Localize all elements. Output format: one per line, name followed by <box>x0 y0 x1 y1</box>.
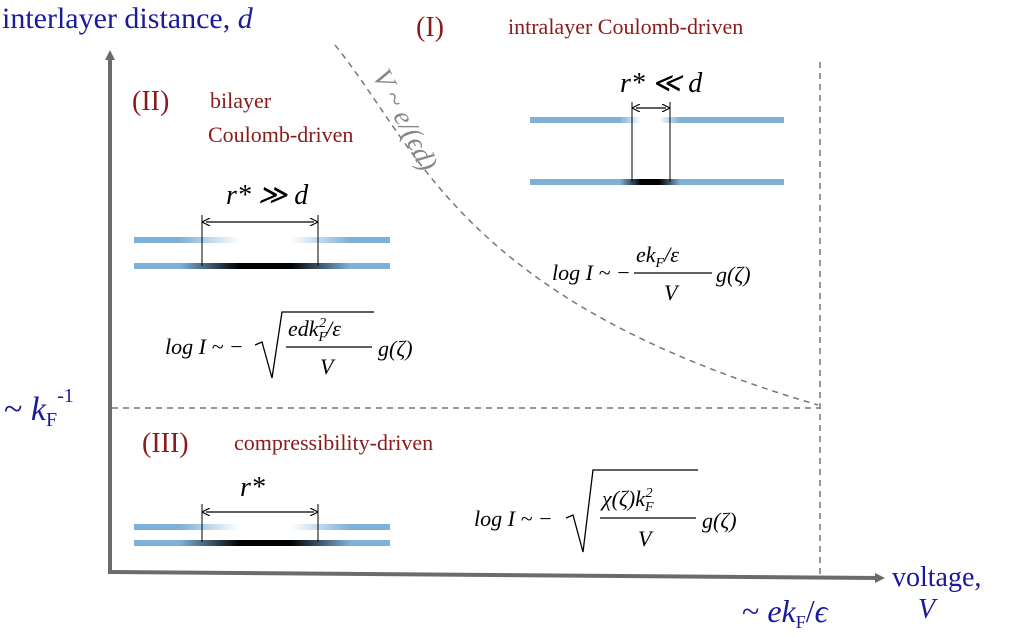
svg-text:V: V <box>320 354 336 379</box>
x-axis <box>107 570 885 583</box>
region-I-scale: r* ≪ d <box>620 68 703 99</box>
svg-text:log I ~ −: log I ~ − <box>552 260 631 285</box>
x-axis-label-var: V <box>918 594 938 625</box>
region-II-numeral: (II) <box>132 86 169 117</box>
region-II-formula: log I ~ − edkF2/ε V g(ζ) <box>165 311 413 379</box>
svg-text:V: V <box>664 280 680 305</box>
svg-text:χ(ζ)kF2: χ(ζ)kF2 <box>600 486 654 515</box>
x-axis-label-line1: voltage, <box>892 562 981 593</box>
region-I-formula: log I ~ − ekF/ε V g(ζ) <box>552 242 751 305</box>
region-I-description: intralayer Coulomb-driven <box>508 14 743 39</box>
svg-text:g(ζ): g(ζ) <box>702 508 737 533</box>
svg-text:edkF2/ε: edkF2/ε <box>288 316 341 345</box>
region-III-scale: r* <box>240 472 265 503</box>
svg-text:log I ~ −: log I ~ − <box>474 506 553 531</box>
svg-text:g(ζ): g(ζ) <box>716 262 751 287</box>
region-III-description: compressibility-driven <box>234 430 433 455</box>
region-III-bilayer-sketch <box>134 504 390 546</box>
region-II-description-line2: Coulomb-driven <box>208 122 353 147</box>
region-I-bilayer-sketch <box>530 102 784 185</box>
svg-text:g(ζ): g(ζ) <box>378 336 413 361</box>
svg-text:V: V <box>638 526 654 551</box>
boundary-curve <box>334 44 819 406</box>
y-tick-label: ~ kF-1 <box>4 385 74 431</box>
x-tick-label: ~ ekF/ϵ <box>742 593 829 632</box>
region-I-numeral: (I) <box>416 12 444 43</box>
region-III-formula: log I ~ − χ(ζ)kF2 V g(ζ) <box>474 469 737 553</box>
svg-text:ekF/ε: ekF/ε <box>636 242 679 271</box>
y-axis-label: interlayer distance, d <box>2 2 254 35</box>
svg-text:log I ~ −: log I ~ − <box>165 334 244 359</box>
region-II-scale: r* ≫ d <box>226 180 309 211</box>
region-II-bilayer-sketch <box>134 215 390 269</box>
boundary-label: V ~ e/(ϵd) <box>366 64 444 176</box>
region-II-description-line1: bilayer <box>210 88 272 113</box>
region-III-numeral: (III) <box>142 428 189 459</box>
